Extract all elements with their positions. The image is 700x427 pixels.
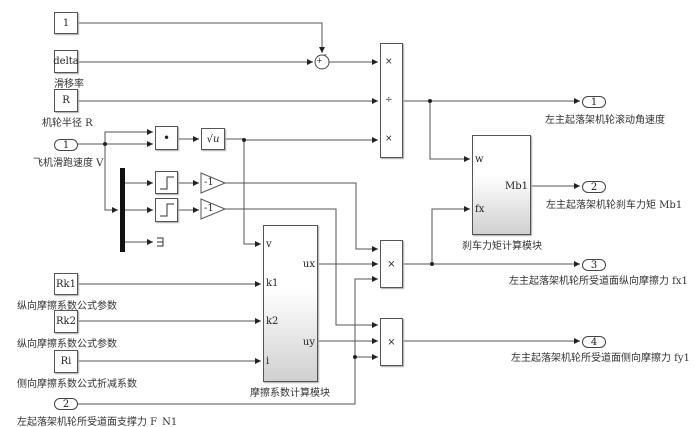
delta-block[interactable]: delta [53, 50, 79, 73]
relay2-glyph [160, 203, 174, 217]
radius-label: 机轮半径 R [42, 118, 93, 129]
line-fn [78, 276, 378, 405]
ri-label: 侧向摩擦系数公式折减系数 [17, 379, 137, 390]
line-sqrt-to-product [225, 137, 378, 143]
sqrt-block[interactable]: √u [201, 128, 225, 150]
outport-4[interactable]: 4 [582, 336, 606, 348]
outport-4-label: 左主起落架机轮所受道面侧向摩擦力 fy1 [511, 353, 690, 364]
line-v-to-mux [104, 144, 118, 213]
rk1-label: 纵向摩擦系数公式参数 [17, 301, 117, 312]
sum-sign-minus: - [324, 50, 327, 59]
port-fx: fx [475, 204, 485, 215]
outport-1-label: 左主起落架机轮滚动角速度 [545, 115, 665, 126]
sign-multiply: × [385, 134, 393, 144]
line-sqrt-to-friction-v [243, 140, 261, 247]
product-divide-block[interactable]: × ÷ × [380, 43, 403, 158]
port-k1: k1 [266, 278, 279, 289]
port-w: w [475, 154, 484, 165]
radius-block[interactable]: R [54, 89, 78, 112]
outport-1[interactable]: 1 [582, 96, 606, 108]
brake-subsystem[interactable]: w fx Mb1 [472, 135, 531, 235]
outport-2-label: 左主起落架机轮刹车力矩 Mb1 [546, 200, 683, 211]
constant-one-block[interactable]: 1 [54, 12, 78, 34]
gain2-value: -1 [204, 203, 214, 214]
port-k2: k2 [266, 316, 279, 327]
product-block-fy[interactable]: × [380, 318, 403, 366]
line-v-split [104, 129, 153, 144]
dot-product-block[interactable]: • [155, 126, 178, 150]
relay-block-2[interactable] [155, 198, 178, 222]
sum-sign-plus: + [316, 56, 323, 65]
outport-3[interactable]: 3 [582, 259, 606, 271]
sign-divide: ÷ [385, 95, 393, 105]
friction-subsystem[interactable]: v k1 k2 i ux uy [263, 225, 318, 382]
gain1-value: -1 [204, 177, 214, 188]
outport-3-label: 左主起落架机轮所受道面纵向摩擦力 fx1 [509, 276, 688, 287]
port-uy: uy [302, 337, 315, 348]
inport-2[interactable]: 2 [54, 398, 78, 410]
port-v: v [266, 239, 272, 250]
mux-block [120, 168, 125, 252]
ri-block[interactable]: Ri [54, 350, 78, 373]
line-fx-to-brake [431, 206, 470, 264]
line-gain1-to-product2 [225, 182, 378, 252]
terminator-glyph [157, 237, 164, 247]
inport-1[interactable]: 1 [54, 139, 78, 151]
gain1-block [200, 172, 227, 194]
line-omega-to-brake [429, 101, 470, 162]
product-block-fx[interactable]: × [380, 240, 403, 288]
port-ux: ux [302, 259, 315, 270]
rk2-label: 纵向摩擦系数公式参数 [17, 339, 117, 350]
line-gain2-to-product3 [225, 208, 378, 328]
friction-subsystem-label: 摩擦系数计算模块 [250, 388, 330, 399]
port-mb1: Mb1 [504, 181, 528, 192]
inport-2-label: 左起落架机轮所受道面支撑力 F_N1 [17, 417, 178, 427]
brake-subsystem-label: 刹车力矩计算模块 [462, 241, 542, 252]
relay1-glyph [160, 176, 174, 190]
relay-block-1[interactable] [155, 171, 178, 194]
delta-label: 滑移率 [54, 79, 84, 90]
gain2-block [200, 198, 227, 220]
sum-block [314, 54, 330, 70]
rk2-block[interactable]: Rk2 [54, 310, 78, 333]
rk1-block[interactable]: Rk1 [54, 273, 78, 295]
sign-multiply: × [385, 57, 393, 67]
port-i: i [266, 356, 270, 367]
line-const-to-sum [78, 22, 325, 53]
outport-2[interactable]: 2 [582, 181, 606, 193]
inport-1-label: 飞机滑跑速度 V [33, 158, 104, 169]
